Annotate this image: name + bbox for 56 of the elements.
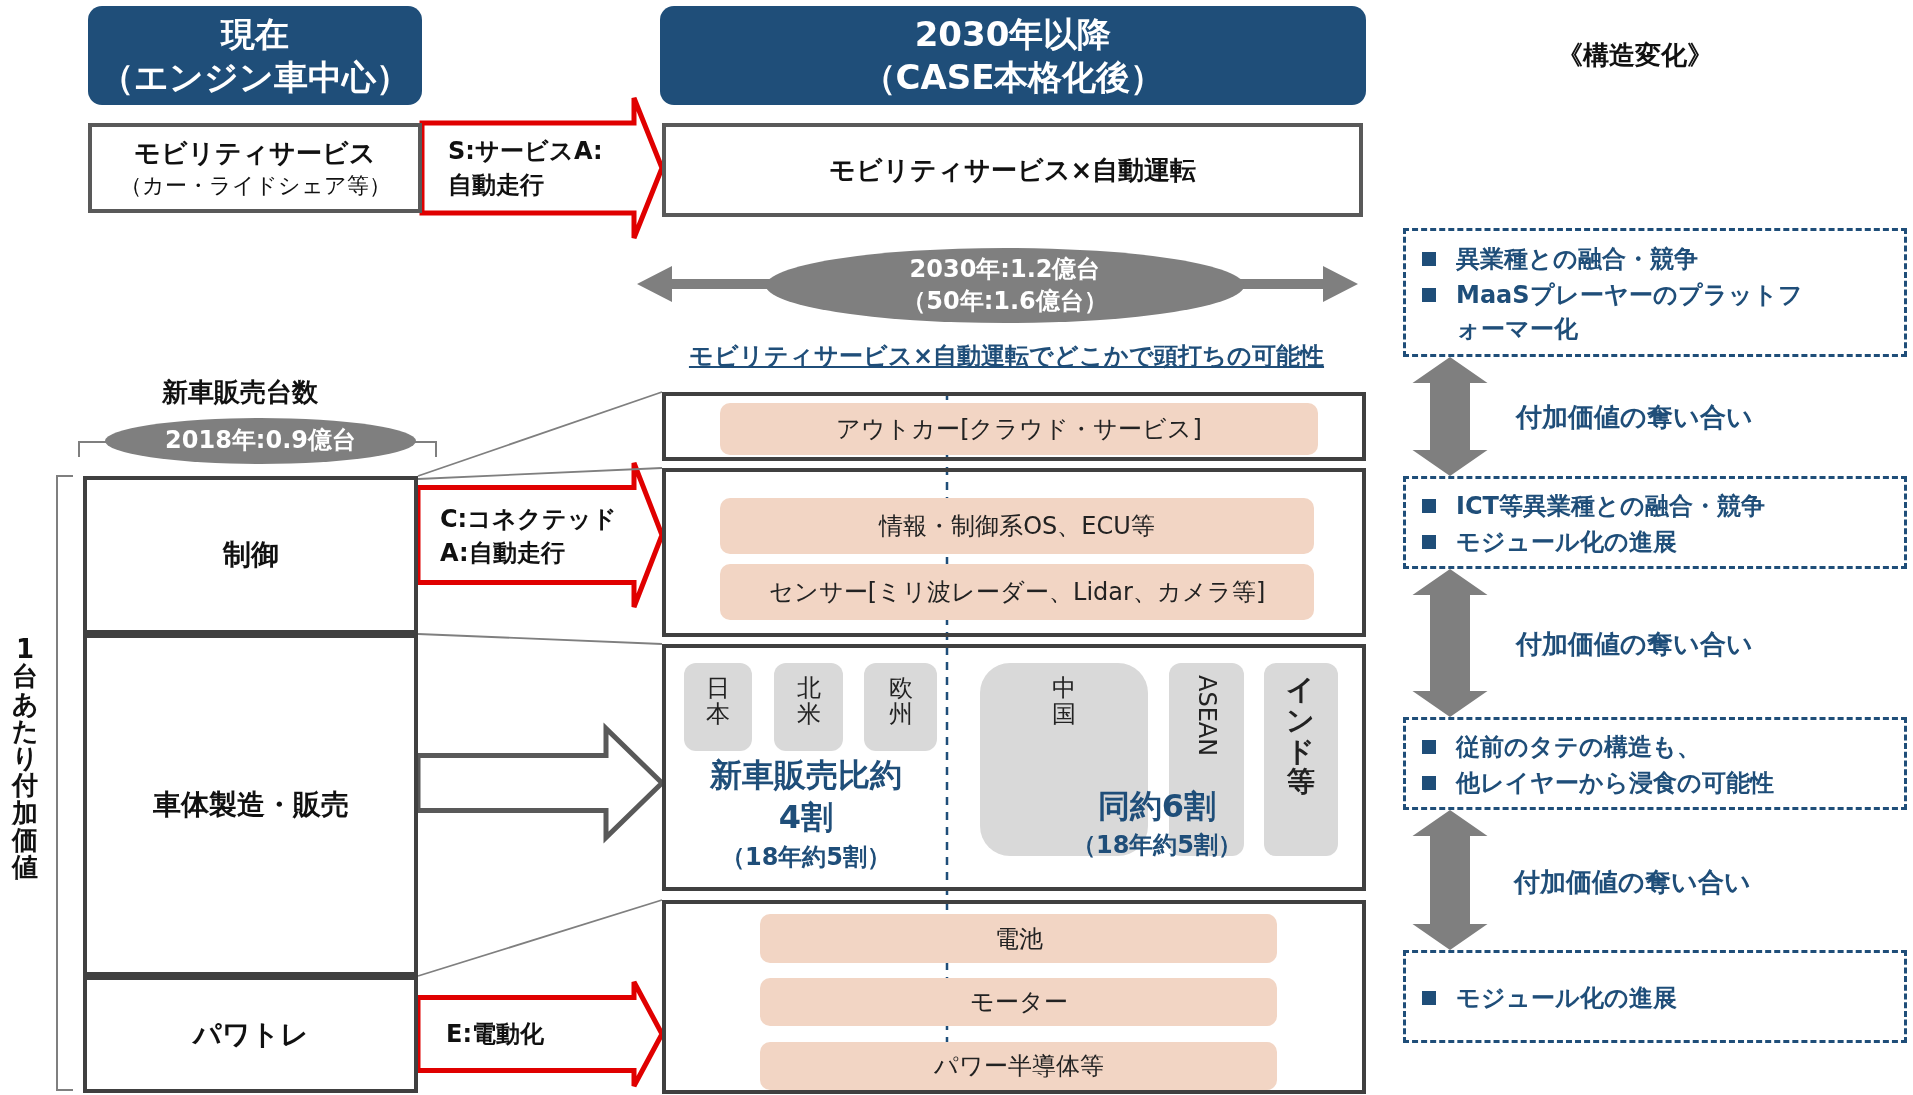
oval-badge: 2030年:1.2億台（50年:1.6億台） xyxy=(766,248,1244,323)
share-text: 新車販売比約4割 xyxy=(709,755,903,838)
region-column xyxy=(864,663,937,751)
service-title: モビリティサービス xyxy=(134,136,376,170)
region-name: ASEAN xyxy=(1194,675,1219,757)
component-bar: 情報・制御系OS、ECU等 xyxy=(720,498,1314,554)
note-box xyxy=(1403,228,1907,357)
section-heading: 《構造変化》 xyxy=(1556,39,1714,72)
share-text: 同約6割 xyxy=(1096,786,1218,827)
service-box: モビリティサービス×自動運転 xyxy=(662,123,1363,217)
note-box xyxy=(1403,717,1907,810)
service-box xyxy=(88,123,422,213)
region-column xyxy=(684,663,752,751)
region-name: 日本 xyxy=(705,675,731,728)
projection-line xyxy=(417,633,663,645)
header-banner: 2030年以降（CASE本格化後） xyxy=(660,6,1366,105)
component-bar: モーター xyxy=(760,978,1277,1026)
component-bar: 電池 xyxy=(760,914,1277,963)
list-item: ICT等異業種との融合・競争 xyxy=(1456,491,1765,520)
axis-label: 1台あたり付加価値 xyxy=(10,636,40,882)
list-item: 異業種との融合・競争 xyxy=(1456,244,1698,273)
service-note: （カー・ライドシェア等） xyxy=(119,171,391,200)
layer-box: パワトレ xyxy=(83,976,418,1093)
double-block-arrow xyxy=(1412,810,1488,950)
projection-line xyxy=(417,391,663,477)
region-name: 中国 xyxy=(1051,675,1077,728)
layer-box: 制御 xyxy=(83,476,418,634)
list-item: 従前のタテの構造も、 xyxy=(1456,732,1701,761)
oval-badge: 2018年:0.9億台 xyxy=(105,418,416,464)
list-item: モジュール化の進展 xyxy=(1456,983,1677,1012)
region-name: インド等 xyxy=(1286,675,1316,799)
axis-label: 新車販売台数 xyxy=(161,376,319,409)
region-column xyxy=(1264,663,1338,856)
region-name: 北米 xyxy=(795,675,822,728)
region-panel xyxy=(662,644,1366,891)
component-bar: パワー半導体等 xyxy=(760,1042,1277,1090)
region-column xyxy=(774,663,843,751)
note-box xyxy=(1403,950,1907,1043)
list-item: モジュール化の進展 xyxy=(1456,527,1677,556)
component-bar: センサー[ミリ波レーダー、Lidar、カメラ等] xyxy=(720,564,1314,620)
double-block-arrow xyxy=(1412,357,1488,476)
layer-panel xyxy=(662,392,1366,461)
layer-box: 車体製造・販売 xyxy=(83,634,418,976)
note-link: モビリティサービス×自動運転でどこかで頭打ちの可能性 xyxy=(687,341,1326,372)
layer-panel xyxy=(662,468,1366,637)
share-note: （18年約5割） xyxy=(1070,830,1244,860)
region-name: 欧州 xyxy=(887,675,914,728)
layer-panel xyxy=(662,900,1366,1094)
header-banner: 現在（エンジン車中心） xyxy=(88,6,422,105)
component-bar: アウトカー[クラウド・サービス] xyxy=(720,403,1318,455)
projection-line xyxy=(417,467,663,480)
note-box xyxy=(1403,476,1907,569)
double-block-arrow xyxy=(1412,569,1488,717)
list-item: 他レイヤーから浸食の可能性 xyxy=(1456,768,1774,797)
share-note: （18年約5割） xyxy=(719,842,893,872)
list-item: MaaSプレーヤーのプラットフォーマー化 xyxy=(1456,280,1803,343)
